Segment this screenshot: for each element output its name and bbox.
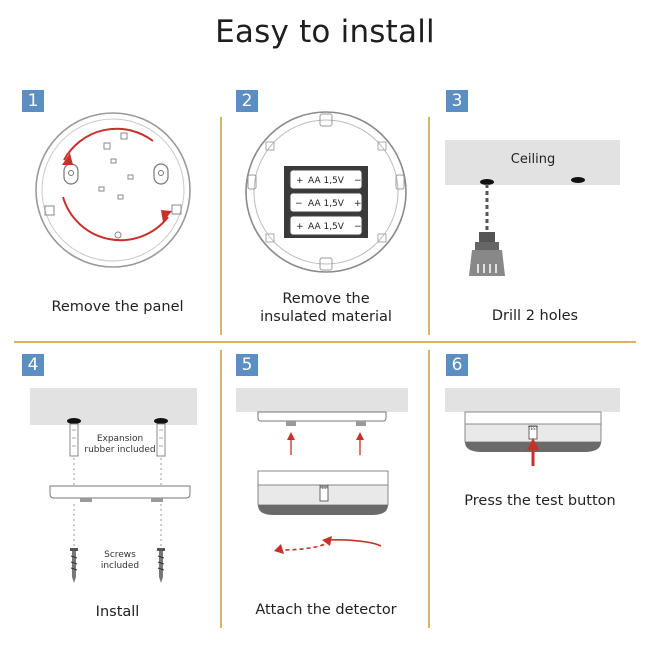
step-5-badge: 5 [236,354,258,376]
svg-text:+: + [296,222,304,232]
step-2-caption-line-1: Remove the [282,291,370,307]
step-2-battery-illustration: + − − + + − AA 1,5V AA 1,5V AA 1,5V [245,111,407,273]
step-5-attach-illustration: TEST [236,388,408,554]
battery-3-label: AA 1,5V [308,222,345,232]
step-6-test-label: TEST [527,426,539,431]
svg-text:+: + [296,176,304,186]
screws-note-line-1: Screws [104,550,136,560]
battery-1-label: AA 1,5V [308,176,345,186]
step-6-test-illustration: TEST [445,388,620,466]
battery-2-label: AA 1,5V [308,199,345,209]
ceiling-label: Ceiling [511,152,555,167]
step-1-badge: 1 [22,90,44,112]
divider-vertical-3 [220,350,222,628]
divider-vertical-1 [220,117,222,335]
step-3-drill-illustration: Ceiling [445,140,620,276]
anchor-note-line-2: rubber included [84,445,156,455]
step-6-caption: Press the test button [464,493,616,509]
divider-vertical-2 [428,117,430,335]
step-4-caption: Install [95,604,140,620]
step-1-panel-illustration [35,112,191,268]
step-1-caption: Remove the panel [51,299,184,315]
step-2-caption-line-2: insulated material [260,309,392,325]
page-title: Easy to install [215,14,435,50]
svg-text:−: − [354,176,362,186]
divider-vertical-4 [428,350,430,628]
screws-note-line-2: included [100,561,140,571]
step-3-caption: Drill 2 holes [491,308,579,324]
step-6-badge: 6 [446,354,468,376]
svg-text:+: + [354,199,362,209]
anchor-note-line-1: Expansion [96,434,144,444]
svg-text:−: − [354,222,362,232]
svg-text:−: − [295,199,303,209]
step-4-install-illustration [30,388,197,583]
step-2-badge: 2 [236,90,258,112]
step-5-test-label: TEST [318,485,330,490]
divider-horizontal [14,341,636,343]
step-5-caption: Attach the detector [255,602,397,618]
step-3-badge: 3 [446,90,468,112]
step-4-badge: 4 [22,354,44,376]
